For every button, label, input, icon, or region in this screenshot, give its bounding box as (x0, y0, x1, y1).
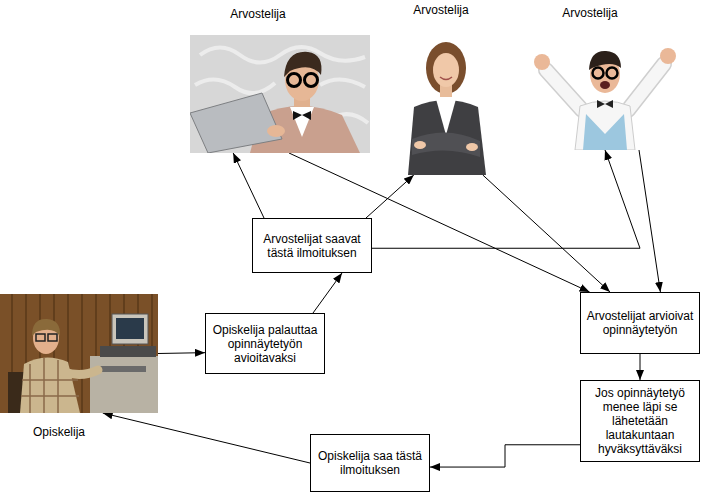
flow-arrow (640, 354, 641, 380)
person-caption: Opiskelija (33, 425, 85, 439)
flow-arrow (103, 413, 310, 463)
reviewer-photo-part (597, 100, 613, 108)
process-box: Opiskelija saa tästä ilmoituksen (310, 434, 430, 492)
student-photo-part (64, 370, 98, 375)
student-photo-part (96, 366, 146, 372)
reviewer-photo-part (426, 42, 466, 94)
person-photo: Arvostelija (190, 35, 370, 153)
reviewer-photo-part (466, 143, 478, 151)
reviewer-photo-part (412, 132, 480, 157)
flow-arrow (233, 153, 264, 218)
flow-arrow (430, 445, 580, 467)
reviewer-photo (190, 35, 370, 153)
flow-arrow (313, 273, 342, 313)
reviewer-photo-part (190, 35, 370, 153)
student-photo-part (21, 358, 79, 413)
reviewer-photo-part (267, 125, 285, 137)
reviewer-photo-part (520, 38, 690, 150)
student-photo-part (20, 357, 80, 413)
flow-arrow (366, 175, 414, 218)
reviewer-photo-part (575, 101, 635, 150)
person-photo: Opiskelija (0, 294, 158, 413)
reviewer-photo-part (600, 81, 610, 89)
student-photo (0, 294, 158, 413)
process-box: Opiskelija palauttaa opinnäytetyön avioi… (205, 313, 325, 374)
reviewer-photo-part (288, 74, 301, 87)
process-box: Arvostelijat arvioivat opinnäytetyön (580, 292, 700, 354)
reviewer-photo-part (305, 74, 318, 87)
process-box: Jos opinnäytetyö menee läpi se lähetetää… (580, 380, 700, 462)
reviewer-photo (400, 35, 492, 175)
reviewer-photo-part (190, 93, 282, 153)
reviewer-photo-part (436, 99, 456, 135)
reviewer-photo-part (290, 107, 314, 137)
reviewer-photo-part (593, 68, 604, 79)
student-photo-part (100, 346, 156, 357)
box-text: Arvostelijat arvioivat opinnäytetyön (586, 309, 694, 337)
process-box: Arvostelijat saavat tästä ilmoituksen (252, 218, 372, 273)
flow-arrow (158, 352, 205, 354)
student-photo-part (90, 356, 158, 413)
student-photo-part (116, 318, 144, 339)
person-caption: Arvostelija (230, 7, 285, 21)
reviewer-photo-part (284, 52, 321, 77)
person-photo: Arvostelija (520, 38, 690, 150)
flow-arrow (483, 175, 610, 292)
reviewer-photo-part (414, 141, 426, 149)
box-text: Jos opinnäytetyö menee läpi se lähetetää… (586, 386, 694, 456)
box-text: Arvostelijat saavat tästä ilmoituksen (258, 232, 366, 260)
flow-arrow (639, 150, 660, 292)
box-text: Opiskelija saa tästä ilmoituksen (316, 449, 424, 477)
student-photo-part (112, 314, 148, 344)
person-caption: Arvostelija (413, 3, 468, 17)
reviewer-photo-part (534, 54, 550, 70)
box-text: Opiskelija palauttaa opinnäytetyön avioi… (211, 323, 319, 365)
reviewer-photo-part (293, 111, 311, 120)
student-photo-part (48, 334, 57, 341)
reviewer-photo-part (400, 35, 492, 175)
person-caption: Arvostelija (562, 6, 617, 20)
reviewer-photo-part (440, 77, 452, 80)
reviewer-photo-part (433, 53, 459, 87)
reviewer-photo-part (408, 100, 486, 175)
student-photo-part (0, 294, 158, 413)
reviewer-photo-part (660, 48, 676, 64)
reviewer-photo (520, 38, 690, 150)
person-photo: Arvostelija (400, 35, 492, 175)
reviewer-photo-part (607, 68, 618, 79)
student-photo-part (36, 334, 45, 341)
reviewer-photo-part (583, 114, 627, 150)
reviewer-photo-part (589, 51, 621, 70)
